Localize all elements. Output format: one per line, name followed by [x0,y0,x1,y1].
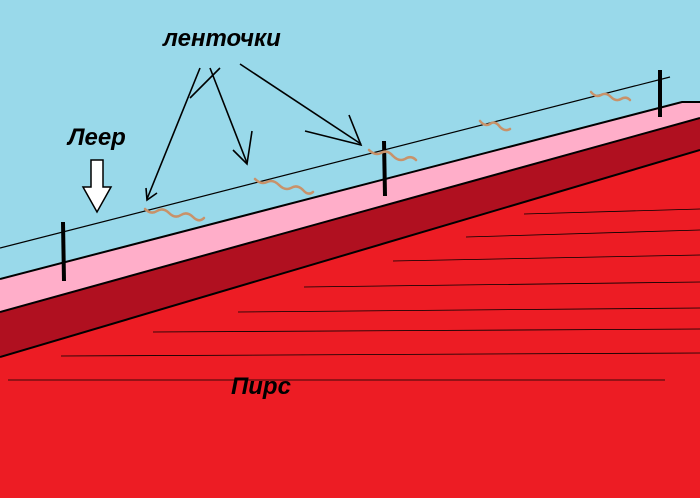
ribbon [253,177,315,195]
pier-side-outline [0,149,700,358]
ribbon [143,207,206,222]
board-line [465,229,700,238]
ribbon [589,90,632,102]
board-line [303,281,700,288]
deck-top-outline [0,101,700,280]
board-line [392,254,700,262]
ribbons [143,90,632,222]
pointer-line [189,67,221,99]
pointer-line [239,63,362,145]
ribbon [478,119,512,132]
stanchion [382,140,387,197]
pier-label: Пирс [231,373,291,400]
pier-boards [8,208,700,381]
pointer-line [146,67,201,200]
rail-line [0,76,671,249]
pointer-arrowhead [304,114,363,147]
board-line [237,307,700,313]
ribbons-label: ленточки [163,25,281,52]
pier-body [0,150,700,498]
pointer-arrowhead [232,130,253,166]
pier-side [0,118,700,357]
stanchion [61,221,66,282]
down-arrow-icon [81,159,113,214]
ribbon [367,148,418,162]
pointer-line [209,67,248,164]
rail-label: Леер [68,124,126,151]
board-line [152,328,700,333]
pointer-arrowhead [145,187,158,202]
board-line [523,208,700,215]
pointer-lines [145,63,363,202]
deck-bottom-outline [0,117,700,313]
deck-edge [0,102,700,312]
board-line [60,352,700,357]
